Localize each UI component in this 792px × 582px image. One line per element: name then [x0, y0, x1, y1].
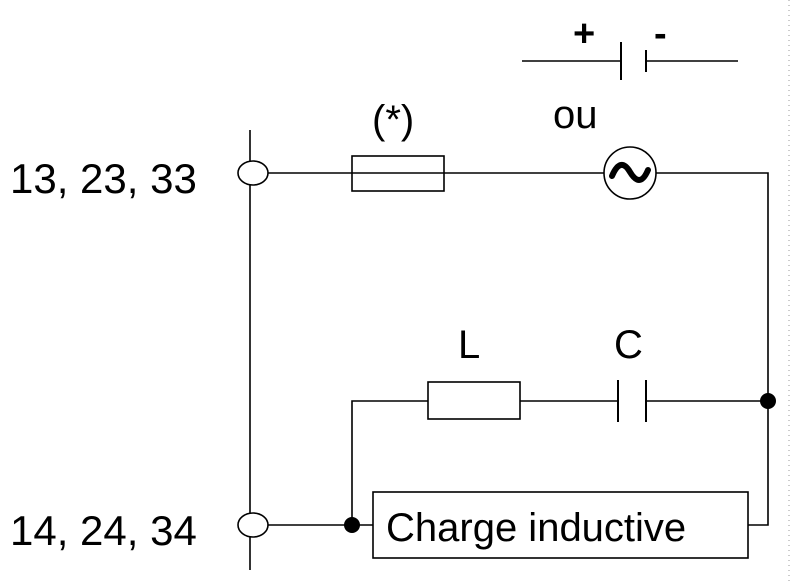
dc-minus-label: - — [654, 13, 667, 55]
right-wire — [656, 172, 769, 526]
junction-right — [760, 393, 776, 409]
load-label: Charge inductive — [386, 506, 686, 550]
terminal-top — [237, 160, 269, 186]
inductor-label: L — [458, 323, 480, 367]
terminal-bottom — [237, 512, 269, 538]
inductive-load — [372, 491, 749, 559]
terminal-top-label: 13, 23, 33 — [10, 155, 197, 202]
branch-wire-left — [351, 400, 428, 525]
dc-plus-label: + — [573, 13, 595, 55]
fuse-label: (*) — [372, 98, 414, 142]
capacitor-label: C — [614, 323, 643, 367]
or-label: ou — [553, 93, 598, 137]
terminal-bottom-label: 14, 24, 34 — [10, 507, 197, 554]
inductor — [427, 381, 521, 420]
ac-symbol-icon — [609, 162, 651, 183]
